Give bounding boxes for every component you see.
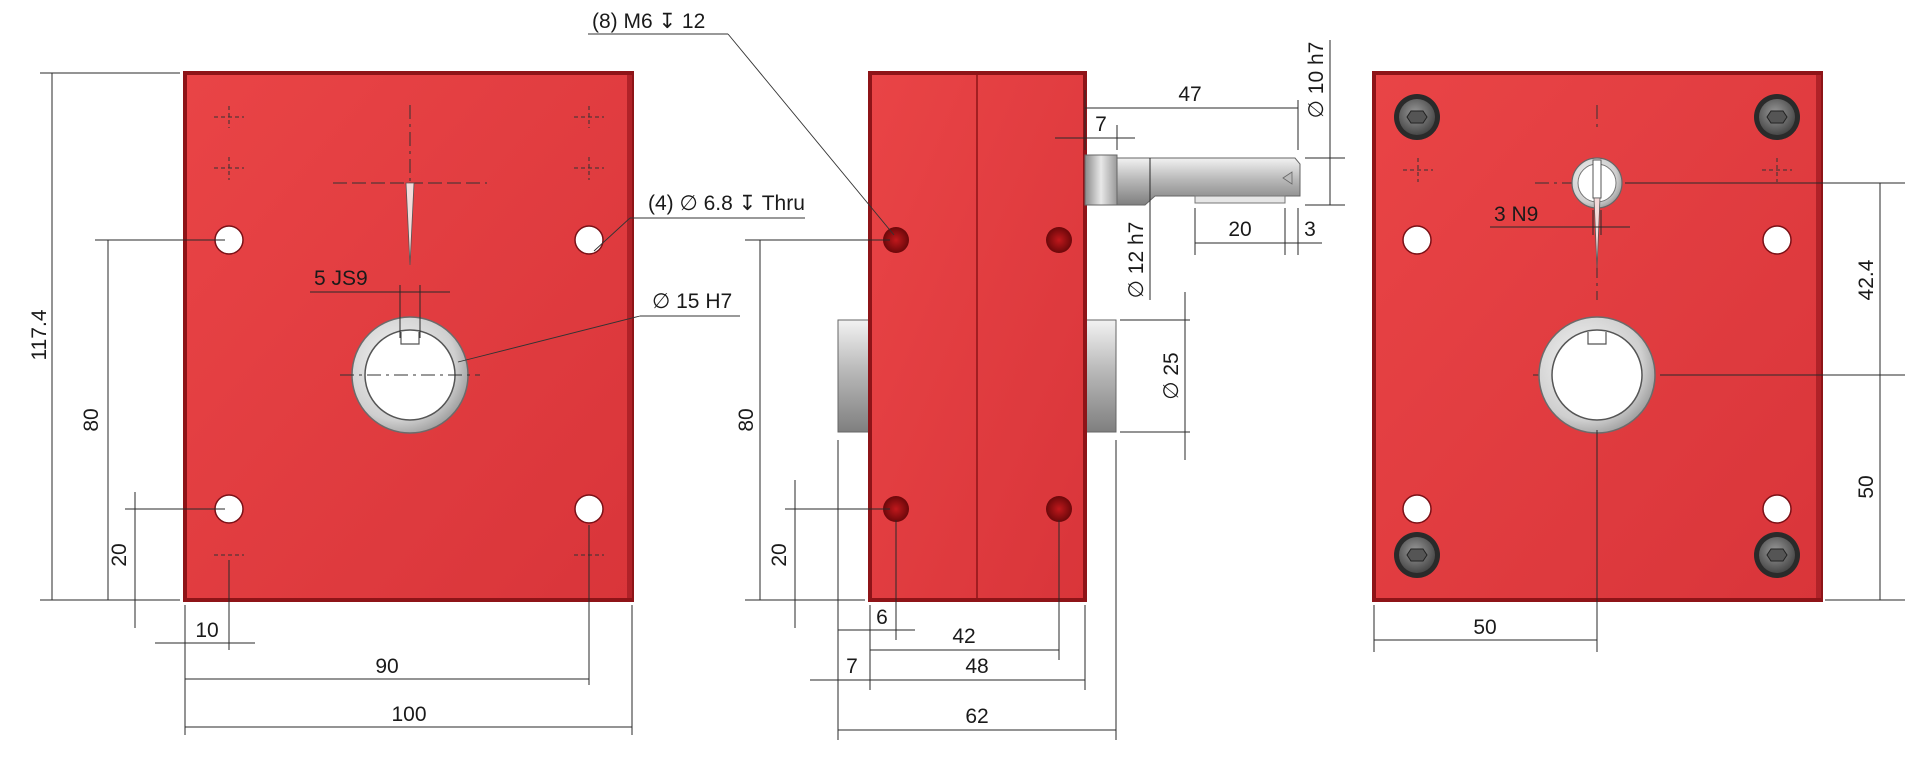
side-tapped-callout: (8) M6 ↧ 12 bbox=[592, 10, 705, 33]
shaft-length-label: 47 bbox=[1178, 83, 1201, 106]
front-key-label: 5 JS9 bbox=[314, 267, 368, 290]
side-dimensions bbox=[588, 33, 1190, 740]
shaft-key20-label: 20 bbox=[1228, 218, 1251, 241]
side-hub-dia-label: ∅ 25 bbox=[1160, 352, 1183, 400]
rear-dim-50-v-label: 50 bbox=[1855, 475, 1878, 498]
rear-dim-42-4-label: 42.4 bbox=[1855, 259, 1878, 300]
side-view: (8) M6 ↧ 12 80 20 6 42 7 48 62 ∅ 25 bbox=[588, 10, 1190, 740]
rear-hole-tr bbox=[1762, 225, 1792, 255]
side-hole-spacing-v-label: 80 bbox=[735, 408, 758, 431]
front-hole-offset-h-label: 10 bbox=[195, 619, 218, 642]
front-holes-callout: (4) ∅ 6.8 ↧ Thru bbox=[648, 192, 805, 215]
rear-hole-br bbox=[1762, 494, 1792, 524]
side-hole-offset-v-label: 20 bbox=[768, 543, 791, 566]
front-bore bbox=[340, 316, 480, 434]
side-tapped-bl bbox=[883, 496, 909, 522]
side-hub-right bbox=[1083, 319, 1117, 433]
front-bore-callout: ∅ 15 H7 bbox=[652, 290, 732, 313]
front-hole-br bbox=[574, 494, 604, 524]
rear-dim-50-h-label: 50 bbox=[1473, 616, 1496, 639]
shaft-collar bbox=[1084, 154, 1118, 206]
rear-hole-tl bbox=[1402, 225, 1432, 255]
front-hole-spacing-h-label: 90 bbox=[375, 655, 398, 678]
shaft-dimensions bbox=[1055, 40, 1345, 300]
rear-hole-bl bbox=[1402, 494, 1432, 524]
side-tapped-tr bbox=[1046, 227, 1072, 253]
side-tapped-tl bbox=[883, 227, 909, 253]
front-width-label: 100 bbox=[391, 703, 426, 726]
side-width-48-label: 48 bbox=[965, 655, 988, 678]
shaft-dia12-label: ∅ 12 h7 bbox=[1125, 222, 1148, 299]
side-offset-6-label: 6 bbox=[876, 606, 888, 629]
front-hole-tr bbox=[574, 225, 604, 255]
front-view: 117.4 80 20 10 90 100 5 JS9 (4) ∅ 6.8 ↧ … bbox=[28, 71, 805, 735]
front-hole-offset-v-label: 20 bbox=[108, 543, 131, 566]
rear-key-label: 3 N9 bbox=[1494, 203, 1538, 226]
side-overall-62-label: 62 bbox=[965, 705, 988, 728]
front-dimensions bbox=[40, 72, 805, 735]
rear-bore bbox=[1538, 316, 1656, 434]
shaft-end3-label: 3 bbox=[1304, 218, 1316, 241]
rear-screws bbox=[1394, 94, 1800, 578]
side-spacing-42-label: 42 bbox=[952, 625, 975, 648]
front-height-label: 117.4 bbox=[28, 309, 51, 360]
rear-view: 3 N9 42.4 50 50 bbox=[1372, 71, 1905, 652]
side-tapped-br bbox=[1046, 496, 1072, 522]
shaft-detail: 47 7 ∅ 10 h7 ∅ 12 h7 20 3 bbox=[1055, 40, 1345, 300]
side-hub-left bbox=[837, 319, 873, 433]
shaft-dia10-label: ∅ 10 h7 bbox=[1305, 42, 1328, 119]
shaft-shoulder-label: 7 bbox=[1095, 113, 1107, 136]
front-hole-spacing-v-label: 80 bbox=[80, 408, 103, 431]
side-offset-7-label: 7 bbox=[846, 655, 858, 678]
rear-dimensions bbox=[1373, 182, 1905, 652]
